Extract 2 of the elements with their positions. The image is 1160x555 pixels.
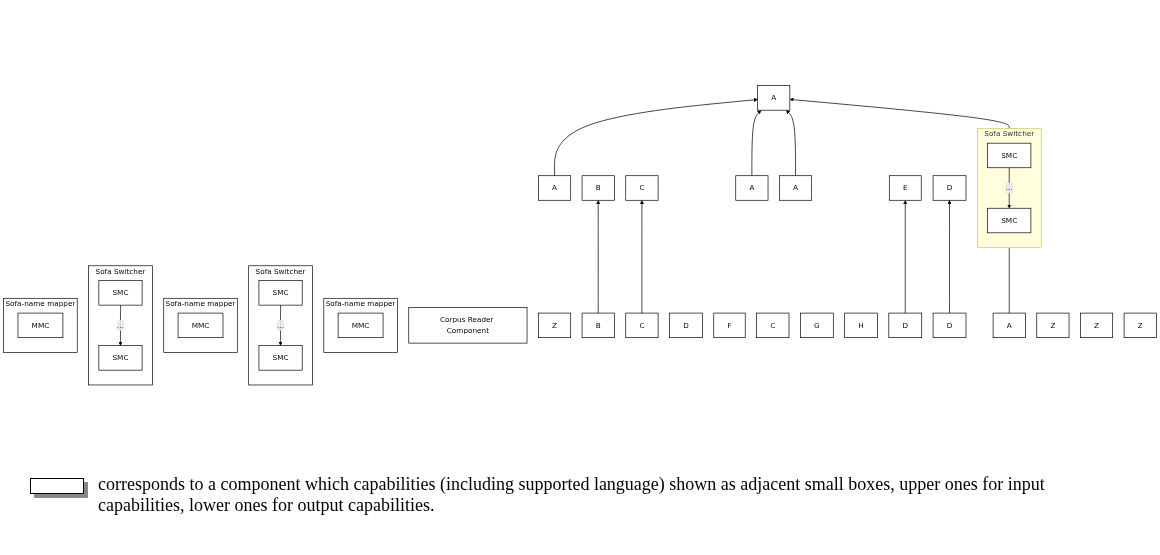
connector [1008,246,1010,314]
legend-text: corresponds to a component which capabilities (including supported language) shown as adjacent small boxes, upper ones for input capabilities, lower ones for output capabilities. [98,474,1046,516]
